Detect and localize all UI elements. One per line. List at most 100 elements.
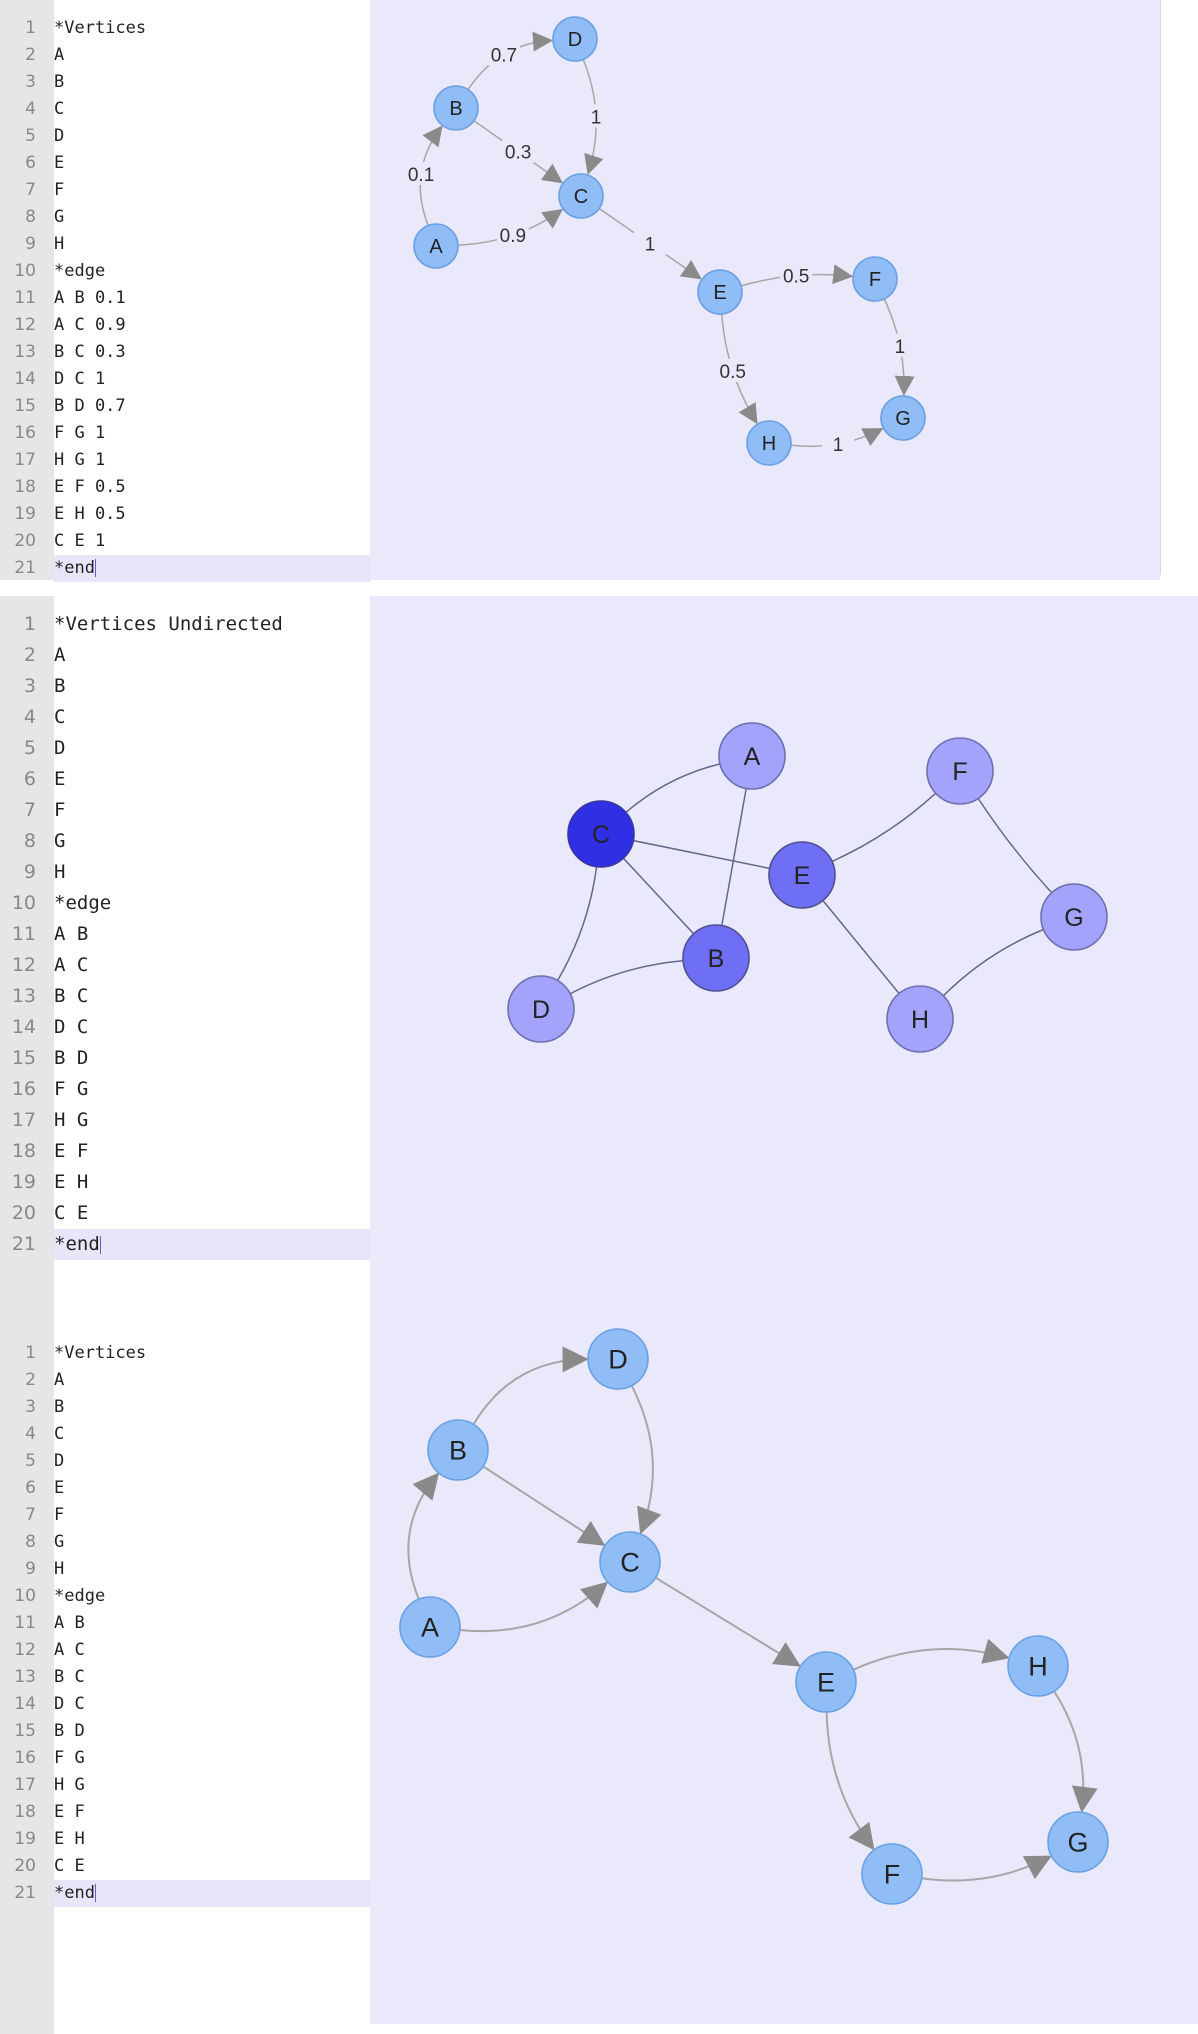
- code-line[interactable]: D C: [54, 1016, 89, 1038]
- node-circle[interactable]: [1040, 883, 1108, 951]
- code-line[interactable]: A B: [54, 923, 89, 945]
- node-B[interactable]: B: [433, 85, 479, 131]
- node-F[interactable]: F: [861, 1843, 923, 1905]
- code-line[interactable]: H: [54, 1559, 65, 1579]
- node-circle[interactable]: [587, 1328, 649, 1390]
- code-line[interactable]: E H: [54, 1171, 89, 1193]
- edge-E-H[interactable]: [852, 1638, 1010, 1671]
- node-G[interactable]: G: [1047, 1811, 1109, 1873]
- node-D[interactable]: D: [552, 16, 598, 62]
- code-line[interactable]: F: [54, 180, 65, 200]
- node-B[interactable]: B: [427, 1419, 489, 1481]
- node-circle[interactable]: [413, 223, 459, 269]
- node-circle[interactable]: [926, 737, 994, 805]
- code-line[interactable]: C: [54, 99, 65, 119]
- code-line[interactable]: *Vertices Undirected: [54, 613, 283, 635]
- code-line[interactable]: *Vertices: [54, 18, 147, 38]
- node-circle[interactable]: [852, 256, 898, 302]
- edge-B-C[interactable]: [482, 1465, 606, 1546]
- node-circle[interactable]: [399, 1596, 461, 1658]
- edge-A-B[interactable]: [407, 1472, 440, 1600]
- code-line[interactable]: A: [54, 45, 65, 65]
- edge-F-G[interactable]: [921, 1855, 1052, 1882]
- code-line[interactable]: D: [54, 737, 66, 759]
- code-line[interactable]: B D 0.7: [54, 396, 126, 416]
- node-H[interactable]: H: [746, 420, 792, 466]
- code-line[interactable]: B: [54, 72, 65, 92]
- code-line[interactable]: *Vertices: [54, 1343, 147, 1363]
- code-line[interactable]: C: [54, 706, 66, 728]
- node-circle[interactable]: [795, 1651, 857, 1713]
- node-F[interactable]: F: [852, 256, 898, 302]
- code-line[interactable]: G: [54, 830, 66, 852]
- edge-E-F[interactable]: [825, 1711, 875, 1851]
- code-line[interactable]: E: [54, 153, 65, 173]
- code-line[interactable]: G: [54, 207, 65, 227]
- edge-D-C[interactable]: [556, 866, 598, 981]
- edge-H-G[interactable]: [1053, 1690, 1098, 1813]
- edge-F-G[interactable]: [977, 798, 1053, 894]
- code-line[interactable]: E: [54, 768, 66, 790]
- node-D[interactable]: D: [507, 975, 575, 1043]
- node-A[interactable]: A: [399, 1596, 461, 1658]
- node-circle[interactable]: [886, 985, 954, 1053]
- node-circle[interactable]: [1047, 1811, 1109, 1873]
- code-line[interactable]: A C: [54, 1640, 85, 1660]
- node-circle[interactable]: [507, 975, 575, 1043]
- code-line[interactable]: *edge: [54, 1586, 106, 1606]
- node-C[interactable]: C: [567, 800, 635, 868]
- node-circle[interactable]: [718, 722, 786, 790]
- code-line[interactable]: *end: [54, 1880, 372, 1907]
- code-line[interactable]: C E: [54, 1202, 89, 1224]
- node-B[interactable]: B: [682, 924, 750, 992]
- node-circle[interactable]: [552, 16, 598, 62]
- code-line[interactable]: E H 0.5: [54, 504, 126, 524]
- code-line[interactable]: G: [54, 1532, 65, 1552]
- code-line[interactable]: A C 0.9: [54, 315, 126, 335]
- node-A[interactable]: A: [718, 722, 786, 790]
- code-line[interactable]: E F: [54, 1140, 89, 1162]
- code-line[interactable]: E F 0.5: [54, 477, 126, 497]
- node-circle[interactable]: [599, 1531, 661, 1593]
- node-circle[interactable]: [1007, 1635, 1069, 1697]
- edge-E-H[interactable]: [822, 900, 900, 994]
- code-line[interactable]: A B: [54, 1613, 85, 1633]
- code-line[interactable]: E F: [54, 1802, 85, 1822]
- edge-B-C[interactable]: [622, 857, 695, 935]
- code-line[interactable]: E: [54, 1478, 65, 1498]
- code-line[interactable]: *end: [54, 555, 370, 582]
- edge-B-D[interactable]: [569, 960, 684, 995]
- node-circle[interactable]: [697, 269, 743, 315]
- node-E[interactable]: E: [697, 269, 743, 315]
- node-circle[interactable]: [682, 924, 750, 992]
- code-line[interactable]: D: [54, 1451, 65, 1471]
- node-E[interactable]: E: [795, 1651, 857, 1713]
- code-line[interactable]: H G 1: [54, 450, 106, 470]
- edge-A-C[interactable]: [625, 763, 721, 813]
- code-line[interactable]: A: [54, 1370, 65, 1390]
- code-line[interactable]: A C: [54, 954, 89, 976]
- code-line[interactable]: B C: [54, 985, 89, 1007]
- edge-D-C[interactable]: [630, 1385, 662, 1535]
- code-line[interactable]: F: [54, 799, 66, 821]
- code-line[interactable]: C E: [54, 1856, 85, 1876]
- node-circle[interactable]: [567, 800, 635, 868]
- code-line[interactable]: F G 1: [54, 423, 106, 443]
- code-line[interactable]: D: [54, 126, 65, 146]
- node-C[interactable]: C: [599, 1531, 661, 1593]
- node-G[interactable]: G: [1040, 883, 1108, 951]
- code-line[interactable]: B D: [54, 1721, 85, 1741]
- code-line[interactable]: D C 1: [54, 369, 106, 389]
- code-line[interactable]: *edge: [54, 261, 106, 281]
- edge-C-E[interactable]: [633, 839, 770, 870]
- edge-A-B[interactable]: [721, 788, 747, 926]
- code-line[interactable]: A B 0.1: [54, 288, 126, 308]
- code-line[interactable]: A: [54, 644, 66, 666]
- code-line[interactable]: B D: [54, 1047, 89, 1069]
- node-circle[interactable]: [768, 841, 836, 909]
